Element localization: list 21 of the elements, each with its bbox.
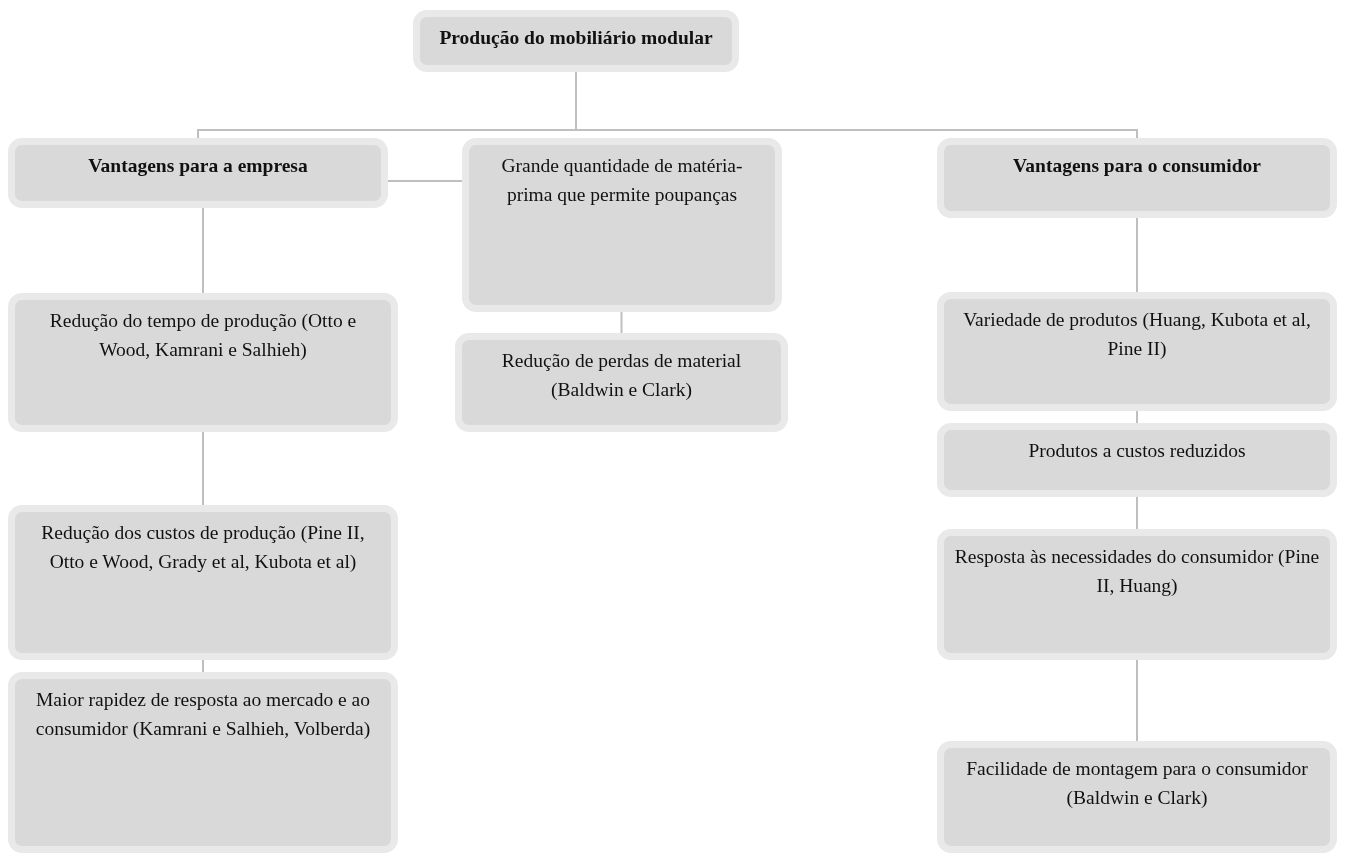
heading-box: Produção do mobiliário modular <box>413 10 739 72</box>
text-box: Produtos a custos reduzidos <box>937 423 1337 497</box>
connector-line <box>1136 659 1138 742</box>
text-box: Facilidade de montagem para o consumidor (Baldwin e Clark) <box>937 741 1337 853</box>
text-box: Resposta às necessidades do consumidor (Pine II, Huang) <box>937 529 1337 660</box>
connector-line <box>1136 496 1138 530</box>
text-box: Maior rapidez de resposta ao mercado e ao consumidor (Kamrani e Salhieh, Volberda) <box>8 672 398 853</box>
connector-line <box>202 431 204 506</box>
text-box: Redução de perdas de material (Baldwin e Clark) <box>455 333 788 432</box>
connector-line <box>202 207 204 294</box>
text-box: Variedade de produtos (Huang, Kubota et al, Pine II) <box>937 292 1337 411</box>
heading-box: Vantagens para o consumidor <box>937 138 1337 218</box>
text-box: Redução do tempo de produção (Otto e Wood, Kamrani e Salhieh) <box>8 293 398 432</box>
text-box: Redução dos custos de produção (Pine II, Otto e Wood, Grady et al, Kubota et al) <box>8 505 398 660</box>
connector-line <box>620 311 623 334</box>
connector-line <box>1136 217 1138 293</box>
heading-box: Vantagens para a empresa <box>8 138 388 208</box>
connector-line <box>202 659 204 673</box>
text-box: Grande quantidade de matéria- prima que permite poupanças <box>462 138 782 312</box>
connector-line <box>1136 410 1138 424</box>
connector-line <box>387 180 463 182</box>
